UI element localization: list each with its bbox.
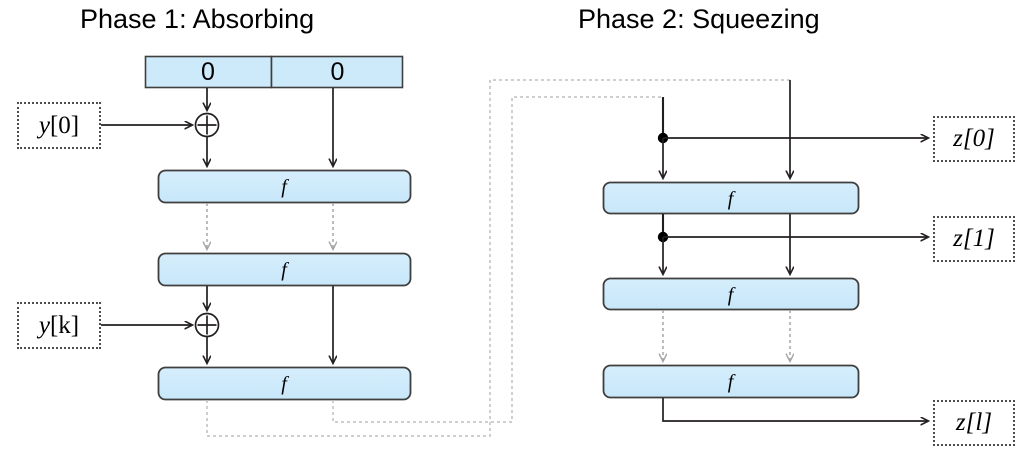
input-yk-index: [k] — [49, 311, 80, 339]
xor-gate-2 — [194, 312, 220, 338]
output-label-z0: z[0] — [933, 116, 1015, 162]
output-z1-index: [1] — [962, 225, 995, 252]
state-cell-capacity-value: 0 — [330, 58, 345, 86]
output-label-z1: z[1] — [933, 216, 1015, 262]
permutation-block-p2-2 — [602, 277, 860, 311]
state-cell-rate — [144, 55, 273, 89]
output-z1-var: z — [953, 225, 963, 252]
output-z0-var: z — [953, 125, 963, 152]
permutation-block-p1-2 — [157, 252, 412, 287]
state-cell-rate-value: 0 — [201, 58, 215, 86]
input-y0-index: [0] — [49, 111, 80, 139]
permutation-block-p1-3 — [157, 366, 412, 401]
output-label-zl: z[l] — [933, 400, 1015, 446]
phase2-title: Phase 2: Squeezing — [578, 4, 820, 34]
feedback-route-inner — [332, 96, 663, 423]
output-zl-var: z — [955, 409, 966, 436]
permutation-block-p2-3 — [602, 364, 860, 399]
output-z0-index: [0] — [962, 125, 995, 152]
permutation-block-p1-1 — [157, 169, 412, 204]
feedback-route-outer — [206, 79, 790, 437]
input-label-yk: y[k] — [17, 302, 101, 349]
phase1-title: Phase 1: Absorbing — [80, 4, 315, 34]
wire-f-to-zl — [662, 398, 928, 421]
input-yk-var: y — [38, 311, 50, 339]
permutation-block-p2-1 — [602, 181, 860, 215]
input-y0-var: y — [38, 111, 50, 139]
state-cell-capacity — [270, 55, 404, 89]
output-zl-index: [l] — [965, 409, 993, 436]
state-register-phase1 — [144, 55, 404, 89]
xor-gate-1 — [194, 112, 220, 138]
input-label-y0: y[0] — [17, 102, 101, 149]
